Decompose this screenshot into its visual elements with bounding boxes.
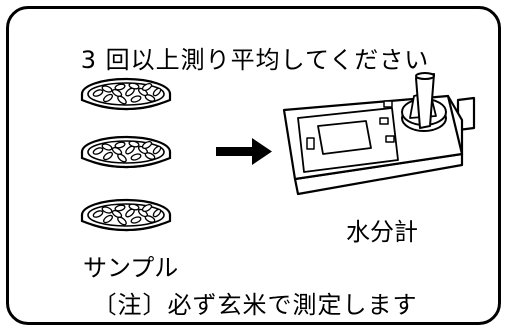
- diagram-frame: [6, 6, 501, 325]
- meter-label: 水分計: [346, 218, 418, 246]
- instruction-title: 3 回以上測り平均してください: [80, 46, 430, 74]
- moisture-meter-icon: [282, 72, 476, 196]
- sample-dish-icon: [80, 198, 172, 232]
- arrow-right-icon: [216, 138, 272, 165]
- sample-dish-icon: [80, 135, 172, 169]
- sample-dish-icon: [80, 77, 172, 111]
- note-text: 〔注〕必ず玄米で測定します: [92, 291, 418, 319]
- sample-label: サンプル: [83, 254, 179, 282]
